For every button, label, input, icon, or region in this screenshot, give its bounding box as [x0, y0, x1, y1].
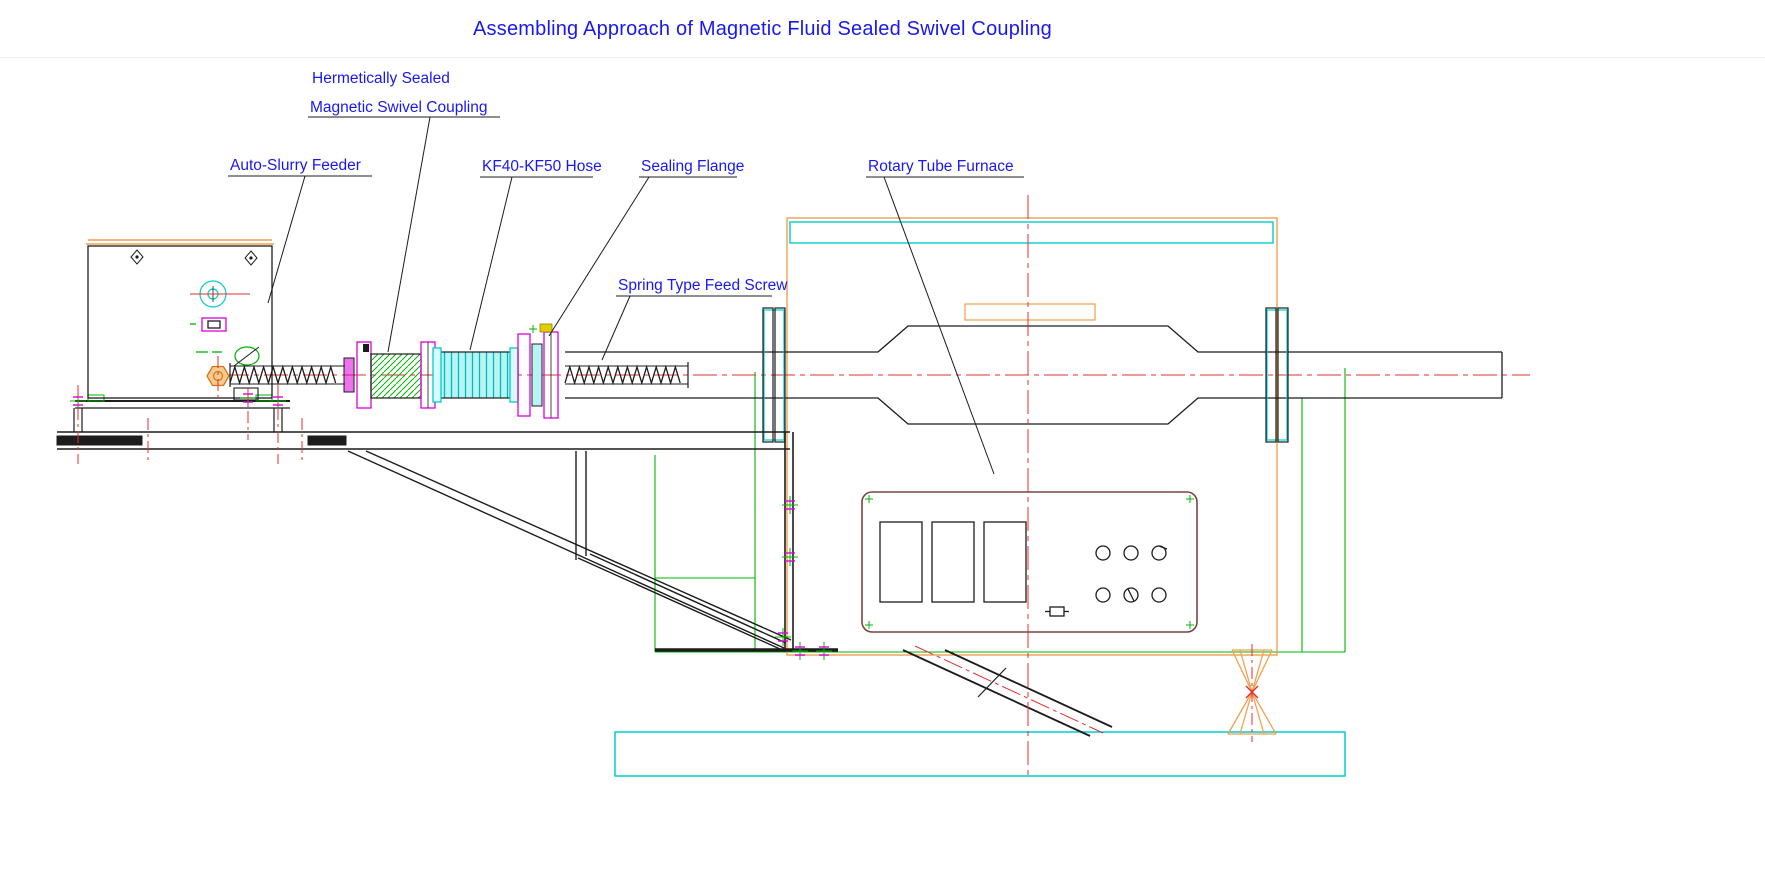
panel-knobs [1095, 545, 1168, 603]
support-frame [56, 431, 838, 652]
base-table [614, 731, 1346, 777]
label-kf-hose: KF40-KF50 Hose [482, 158, 602, 175]
feeder-switch [201, 317, 227, 332]
header-separator [0, 57, 1765, 58]
rotary-tube-furnace-enclosure [786, 217, 1278, 656]
feeder-drive-nut [206, 365, 230, 387]
discharge-chute [902, 649, 1113, 737]
drawing-title: Assembling Approach of Magnetic Fluid Se… [473, 18, 1052, 40]
furnace-green-enclosure [654, 368, 1346, 653]
label-hermetically-sealed-line1: Hermetically Sealed [312, 70, 450, 87]
furnace-tube [565, 325, 1503, 425]
feeder-marking [190, 323, 222, 353]
centerlines [77, 195, 1259, 778]
spring-feed-screw [229, 362, 689, 388]
auto-slurry-feeder [86, 239, 274, 401]
panel-connector [1045, 606, 1069, 617]
kf-hose [432, 347, 519, 403]
furnace-end-flanges [762, 307, 1289, 443]
label-auto-slurry-feeder: Auto-Slurry Feeder [230, 157, 361, 174]
feeder-platform [73, 394, 290, 432]
magnetic-swivel-coupling [343, 341, 436, 409]
control-panel [861, 491, 1198, 633]
sealing-flange [517, 323, 559, 419]
hardware-fasteners [69, 388, 833, 661]
label-sealing-flange: Sealing Flange [641, 158, 745, 175]
leader-lines [228, 116, 1024, 475]
label-spring-feed-screw: Spring Type Feed Screw [618, 277, 788, 294]
label-hermetically-sealed-line2: Magnetic Swivel Coupling [310, 99, 488, 116]
label-rotary-tube-furnace: Rotary Tube Furnace [868, 158, 1014, 175]
